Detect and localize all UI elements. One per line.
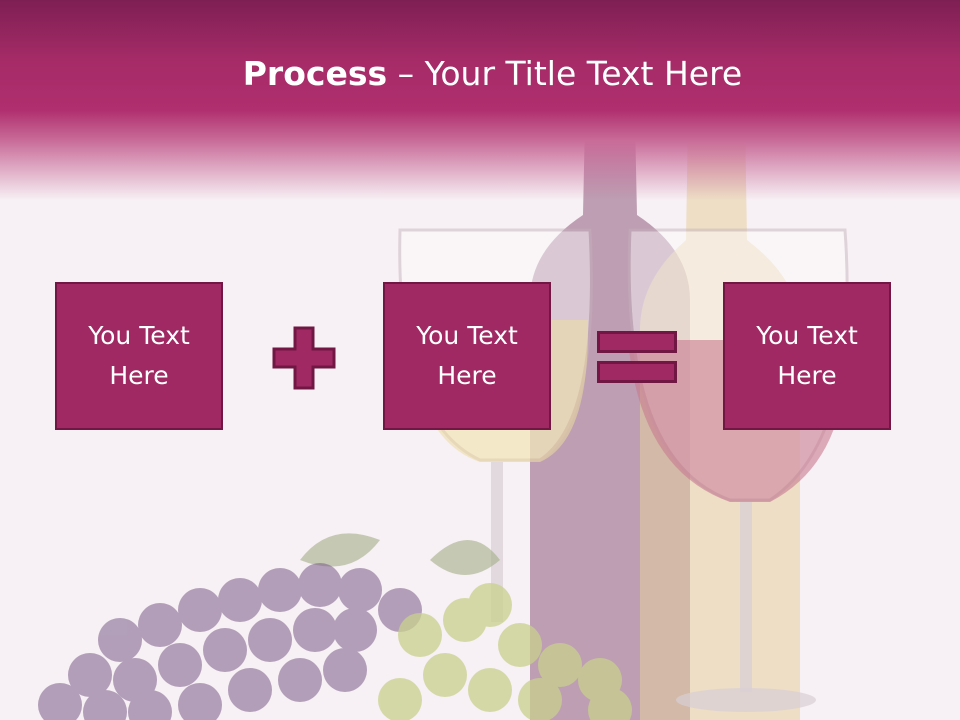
title-rest-text: – Your Title Text Here (387, 54, 743, 93)
process-box-label: You Text Here (88, 321, 190, 390)
process-box-3[interactable]: You Text Here (723, 282, 891, 430)
process-box-1[interactable]: You Text Here (55, 282, 223, 430)
slide-title: Process – Your Title Text Here (0, 52, 960, 96)
process-box-label: You Text Here (416, 321, 518, 390)
header-band (0, 0, 960, 200)
plus-icon (272, 326, 336, 390)
title-bold-text: Process (242, 54, 388, 93)
process-box-2[interactable]: You Text Here (383, 282, 551, 430)
equals-icon (597, 331, 677, 383)
process-box-label: You Text Here (756, 321, 858, 390)
